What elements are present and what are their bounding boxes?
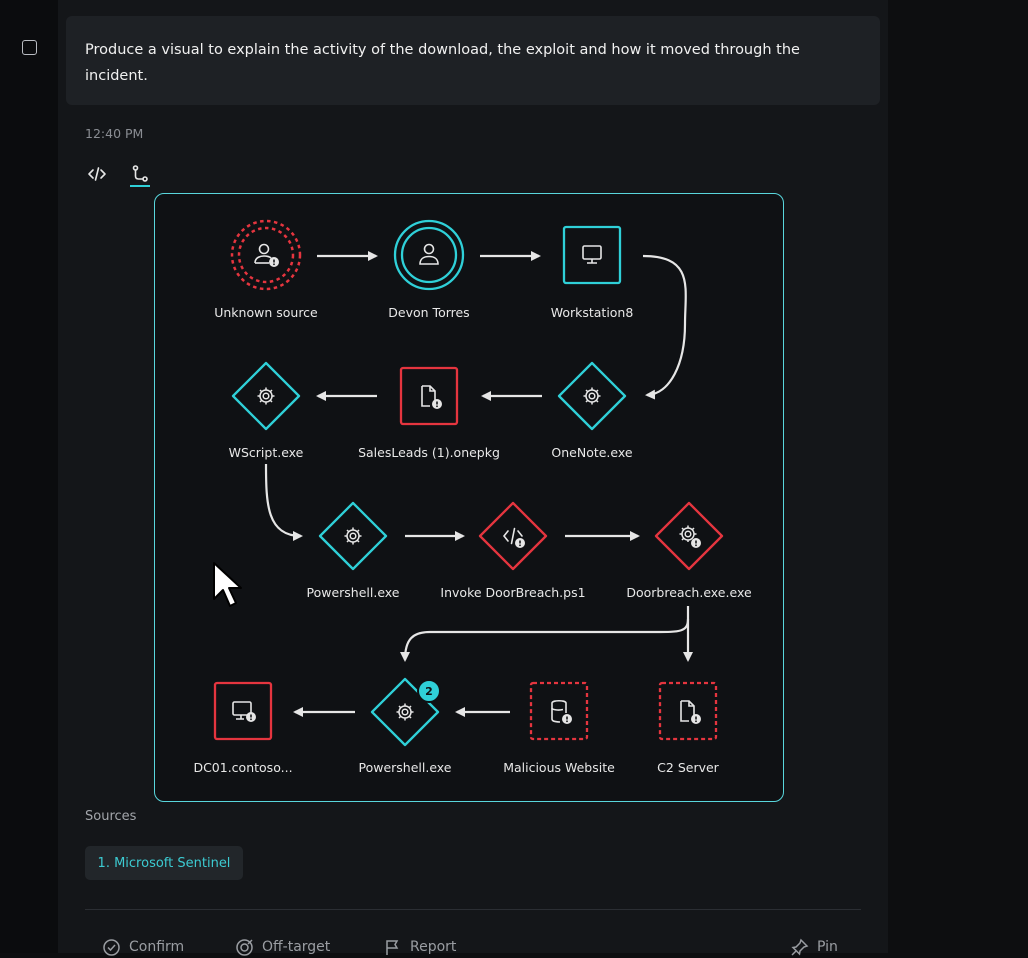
left-rail (0, 0, 58, 953)
prompt-bubble: Produce a visual to explain the activity… (66, 16, 880, 105)
source-microsoft-sentinel[interactable]: 1. Microsoft Sentinel (85, 846, 243, 880)
check-circle-icon (103, 938, 120, 956)
node-label-workstation8: Workstation8 (550, 305, 634, 320)
database-alert-icon (551, 699, 567, 723)
node-label-devon-torres: Devon Torres (388, 305, 470, 320)
flag-icon (386, 939, 399, 955)
diagram-connectors (264, 251, 693, 717)
invoke-doorbreach-node[interactable] (478, 501, 548, 571)
arrow-6 (264, 463, 303, 541)
message-timestamp: 12:40 PM (85, 126, 144, 141)
report-button[interactable]: Report (383, 936, 456, 958)
select-checkbox[interactable] (22, 40, 37, 55)
gear-alert-icon (679, 525, 697, 542)
onenote-node[interactable] (557, 361, 627, 431)
pin-icon (791, 938, 809, 956)
pin-button[interactable]: Pin (790, 936, 838, 958)
powershell-node-1[interactable] (318, 501, 388, 571)
node-label-salesleads: SalesLeads (1).onepkg (358, 445, 500, 460)
prompt-text: Produce a visual to explain the activity… (85, 42, 800, 84)
doorbreach-exe-node[interactable] (654, 501, 724, 571)
node-label-onenote: OneNote.exe (551, 445, 633, 460)
badge-count: 2 (425, 684, 433, 698)
dc01-node[interactable] (208, 676, 278, 746)
graph-view-icon[interactable] (126, 160, 154, 188)
c2-server-node[interactable] (653, 676, 723, 746)
gear-icon (396, 703, 414, 721)
report-label: Report (410, 939, 457, 955)
node-label-c2-server: C2 Server (657, 760, 719, 775)
confirm-button[interactable]: Confirm (102, 936, 184, 958)
gear-icon (344, 527, 362, 545)
devon-torres-node[interactable] (393, 219, 465, 291)
attack-flow-diagram: Unknown source Devon Torres Workstation8 (154, 193, 784, 802)
confirm-label: Confirm (129, 939, 185, 955)
file-alert-icon (421, 385, 436, 407)
node-label-malicious-website: Malicious Website (503, 760, 615, 775)
malicious-website-node[interactable] (524, 676, 594, 746)
node-label-dc01: DC01.contoso... (193, 760, 293, 775)
node-label-wscript: WScript.exe (228, 445, 304, 460)
gear-icon (257, 387, 275, 405)
node-label-powershell-2: Powershell.exe (358, 760, 452, 775)
count-badge: 2 (417, 679, 441, 703)
right-pane (888, 0, 1028, 953)
monitor-icon (582, 245, 602, 264)
off-target-button[interactable]: Off-target (235, 936, 330, 958)
pin-label: Pin (817, 939, 838, 955)
file-alert-icon (680, 700, 695, 722)
salesleads-onepkg-node[interactable] (394, 361, 464, 431)
divider (85, 909, 861, 910)
node-label-unknown-source: Unknown source (214, 305, 318, 320)
code-view-icon[interactable] (83, 160, 111, 188)
arrow-3 (642, 254, 687, 400)
monitor-alert-icon (232, 701, 252, 720)
workstation8-node[interactable] (557, 220, 627, 290)
off-target-label: Off-target (262, 939, 331, 955)
user-icon (419, 243, 439, 265)
sources-heading: Sources (85, 809, 137, 824)
user-alert-icon (254, 243, 272, 264)
node-label-doorbreach-exe: Doorbreach.exe.exe (626, 585, 752, 600)
code-alert-icon (502, 527, 523, 545)
mouse-cursor-icon (213, 562, 242, 607)
arrow-10 (400, 618, 690, 662)
node-label-powershell-1: Powershell.exe (306, 585, 400, 600)
active-tab-indicator (130, 185, 150, 187)
wscript-node[interactable] (231, 361, 301, 431)
target-icon (236, 938, 253, 956)
node-label-invoke-doorbreach: Invoke DoorBreach.ps1 (440, 585, 586, 600)
unknown-source-node[interactable] (230, 219, 302, 291)
gear-icon (583, 387, 601, 405)
